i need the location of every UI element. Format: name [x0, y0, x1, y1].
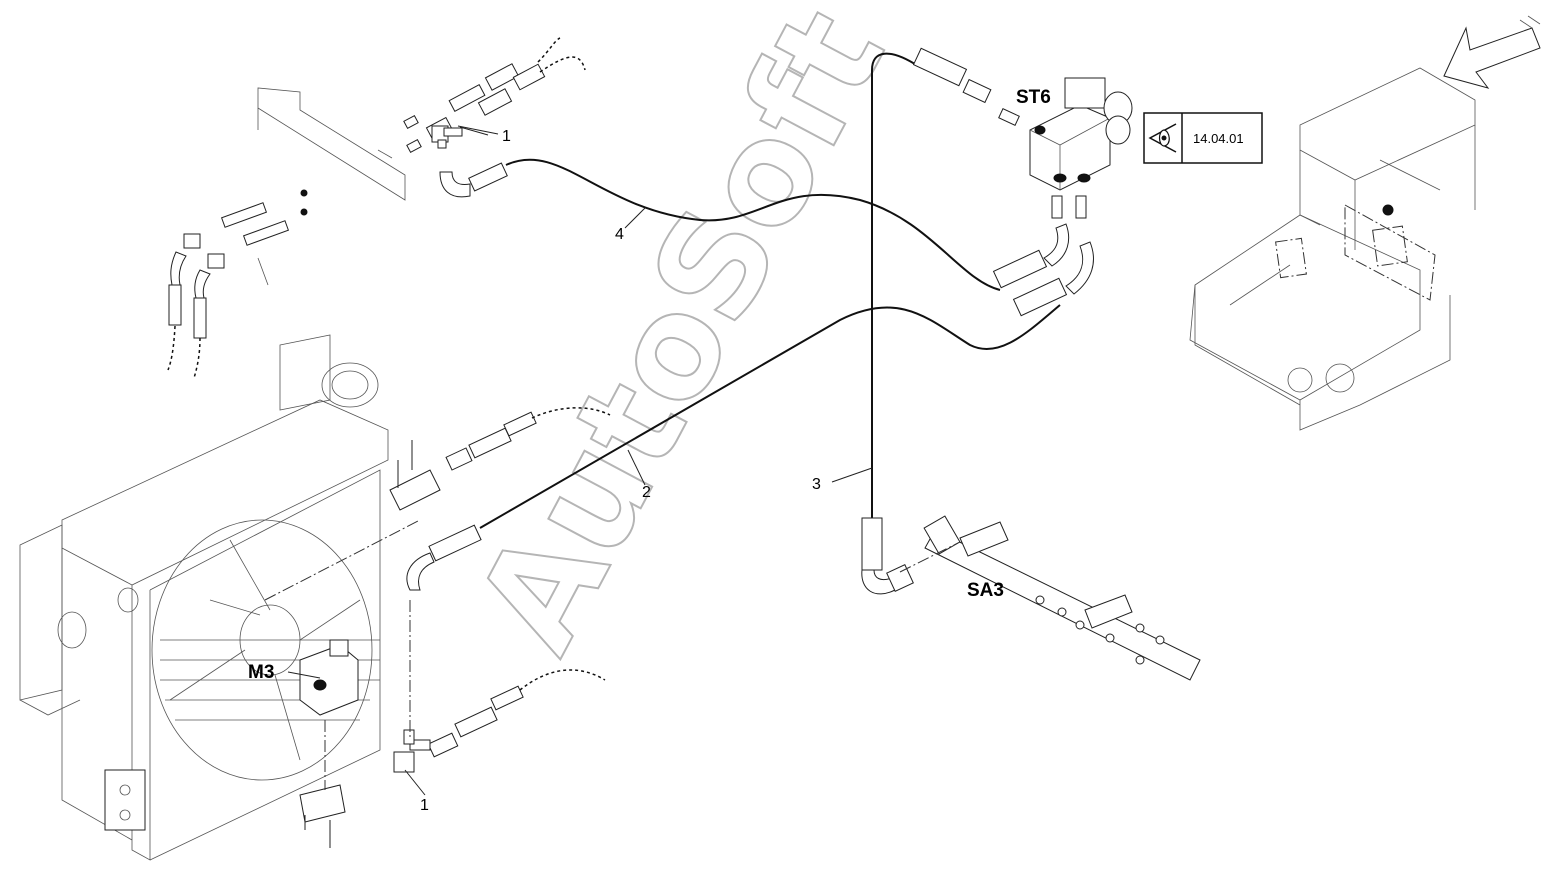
label-sa3: SA3	[967, 580, 1004, 601]
view-ref-label: 14.04.01	[1193, 131, 1244, 146]
radiator-fan-assembly	[19, 334, 611, 861]
callout-4: 4	[615, 226, 624, 243]
view-reference-box: 14.04.01	[1143, 112, 1263, 164]
machine-overview	[1189, 67, 1476, 431]
callout-1-bottom: 1	[420, 797, 429, 814]
hose-3	[861, 47, 992, 595]
label-st6: ST6	[1016, 87, 1051, 108]
top-left-bracket-assembly	[167, 37, 586, 379]
hose-2	[406, 304, 1061, 591]
watermark: AutoSoft	[446, 0, 917, 676]
label-m3: M3	[248, 662, 274, 683]
hose-4	[505, 158, 1094, 317]
st6-valve-block	[998, 77, 1133, 219]
direction-arrow-icon	[1443, 15, 1541, 89]
eye-icon	[1148, 123, 1177, 153]
m3-motor	[299, 639, 359, 716]
callout-2: 2	[642, 484, 651, 501]
callout-3: 3	[812, 476, 821, 493]
sa3-manifold	[899, 515, 1201, 681]
callout-1-top: 1	[502, 128, 511, 145]
